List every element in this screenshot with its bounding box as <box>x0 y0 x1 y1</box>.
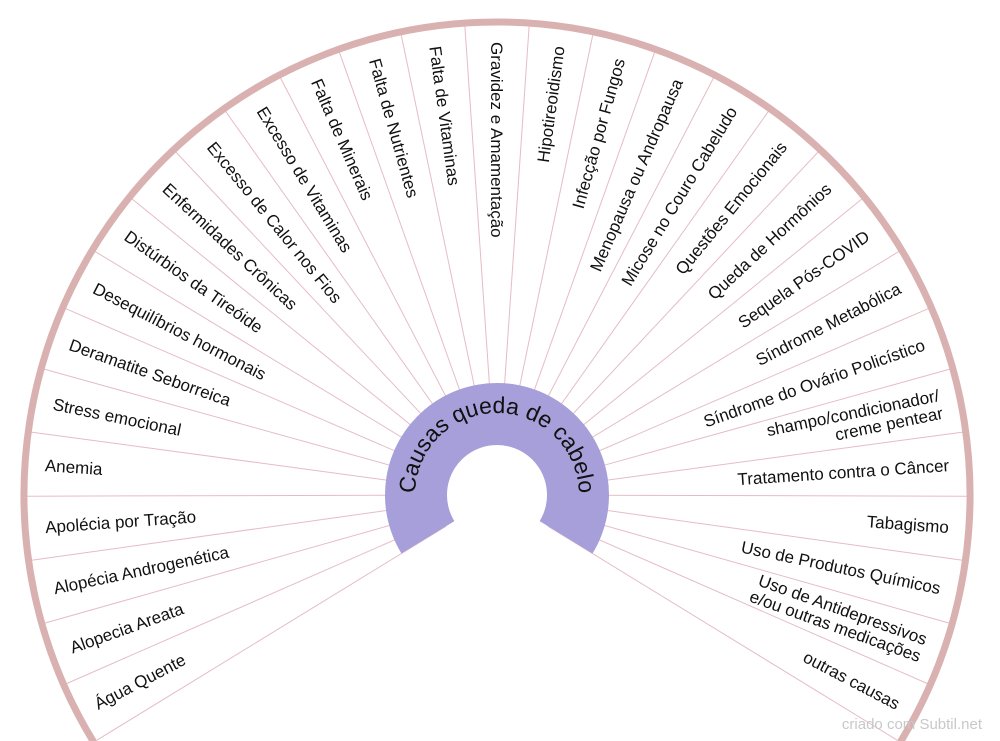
divider-line <box>556 502 963 561</box>
cause-label-line: Apolécia por Tração <box>45 507 197 537</box>
cause-label: Água Quente <box>91 650 189 713</box>
cause-label-line: Tabagismo <box>866 512 949 537</box>
divider-line <box>175 151 457 452</box>
cause-label-line: Hipotireoidismo <box>534 45 569 164</box>
cause-label-line: Água Quente <box>91 650 189 713</box>
divider-line <box>131 198 451 458</box>
cause-label-line: Alopécia Androgenética <box>52 543 231 599</box>
cause-label-line: outras causas <box>800 648 903 714</box>
divider-line <box>547 525 899 741</box>
cause-label-line: Queda de Hormônios <box>704 180 835 304</box>
cause-label: outras causas <box>800 648 903 714</box>
divider-line <box>531 111 769 447</box>
divider-line <box>66 518 443 685</box>
divider-line <box>551 518 928 685</box>
cause-label: Tratamento contra o Câncer <box>737 456 950 489</box>
divider-line <box>508 34 594 437</box>
divider-line <box>500 26 530 436</box>
outer-rim <box>20 18 974 741</box>
divider-line <box>556 431 963 488</box>
cause-label-line: Alopecia Areata <box>68 599 187 657</box>
divider-line <box>44 510 440 624</box>
divider-line <box>44 368 440 480</box>
cause-label: Questões Emocionais <box>672 138 791 278</box>
cause-label: Hipotireoidismo <box>534 45 569 164</box>
cause-label-line: Enfermidades Crônicas <box>159 180 301 314</box>
cause-label: Gravidez e Amamentação <box>487 42 506 238</box>
divider-line <box>537 151 819 452</box>
cause-label-line: Falta de Nutrientes <box>365 56 422 199</box>
cause-label: Falta de Nutrientes <box>365 56 422 199</box>
cause-label: Falta de Vitaminas <box>425 45 463 187</box>
divider-line <box>95 525 447 741</box>
credit-text: criado com Subtil.net <box>841 716 982 733</box>
cause-label: Alopecia Areata <box>68 599 187 657</box>
center-hub <box>384 383 610 554</box>
divider-line <box>338 52 478 439</box>
cause-label: Alopécia Androgenética <box>52 543 231 599</box>
cause-label-line: Tratamento contra o Câncer <box>737 456 950 489</box>
divider-line <box>556 494 968 497</box>
divider-line <box>551 308 929 472</box>
cause-label-line: Falta de Vitaminas <box>425 45 463 187</box>
cause-label: Enfermidades Crônicas <box>159 180 301 314</box>
cause-label: Queda de Hormônios <box>704 180 835 304</box>
divider-line <box>94 251 446 465</box>
cause-label: Tabagismo <box>866 512 949 537</box>
divider-line <box>280 77 470 442</box>
cause-label-line: Questões Emocionais <box>672 138 791 278</box>
divider-line <box>400 34 486 437</box>
divider-lines <box>26 26 968 741</box>
divider-line <box>543 198 863 458</box>
divider-line <box>26 494 438 497</box>
cause-label: Anemia <box>44 456 103 479</box>
divider-line <box>554 510 950 624</box>
divider-line <box>548 251 900 465</box>
divider-line <box>524 77 714 442</box>
divider-line <box>31 431 438 488</box>
divider-line <box>31 502 438 561</box>
divider-line <box>225 111 463 447</box>
divider-line <box>65 308 443 472</box>
cause-label-line: Anemia <box>44 456 103 479</box>
cause-label: Apolécia por Tração <box>45 507 197 537</box>
divider-line <box>554 368 950 480</box>
divider-line <box>464 26 494 436</box>
divider-line <box>516 52 656 439</box>
cause-label-line: Gravidez e Amamentação <box>487 42 506 238</box>
